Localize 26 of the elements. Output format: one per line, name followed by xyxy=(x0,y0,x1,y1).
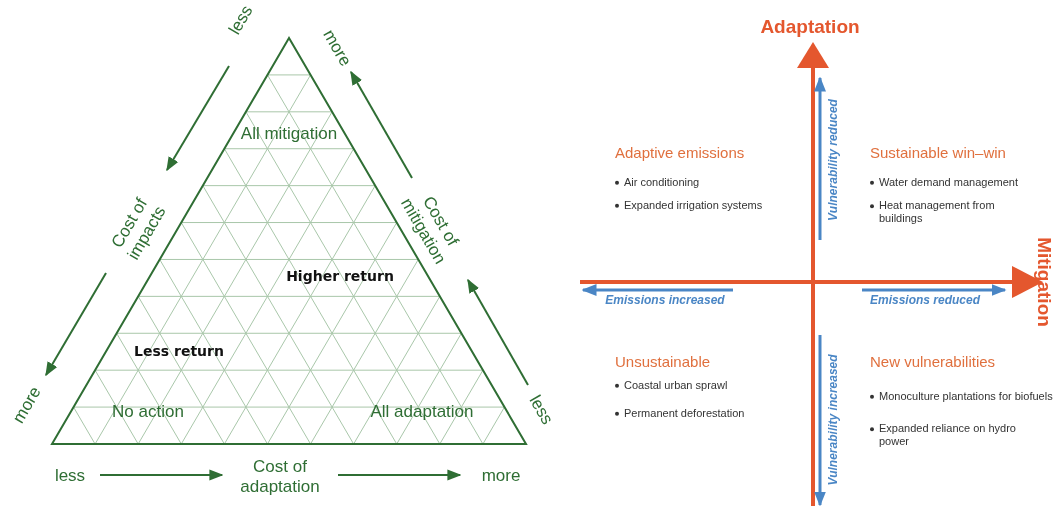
list-item: Air conditioning xyxy=(614,175,794,189)
quadrant-heading: Unsustainable xyxy=(615,353,711,371)
list-item: Monoculture plantations for biofuels xyxy=(869,389,1054,403)
axis-title: Cost of adaptation xyxy=(239,457,321,497)
quadrant-heading: New vulnerabilities xyxy=(870,353,996,371)
region-label: All mitigation xyxy=(239,124,339,144)
region-label: No action xyxy=(112,402,184,422)
list-item: Expanded reliance on hydro power xyxy=(869,422,1029,448)
list-item: Water demand management xyxy=(869,175,1039,189)
list-item: Permanent deforestation xyxy=(614,406,794,420)
region-label: Less return xyxy=(134,342,224,360)
arrow-label: Emissions reduced xyxy=(870,294,980,308)
scale-label: more xyxy=(481,466,521,486)
quadrant-heading: Adaptive emissions xyxy=(615,144,745,162)
arrow-label: Vulnerability increased xyxy=(827,354,841,486)
region-label: All adaptation xyxy=(370,402,474,422)
arrow-label: Vulnerability reduced xyxy=(827,99,841,221)
list-item: Coastal urban sprawl xyxy=(614,378,794,392)
list-item: Heat management from buildings xyxy=(869,199,1029,225)
arrow-label: Emissions increased xyxy=(605,294,725,308)
axis-title: Mitigation xyxy=(1033,237,1055,327)
list-item: Expanded irrigation systems xyxy=(614,198,794,212)
scale-label: less xyxy=(54,466,86,486)
axis-title: Adaptation xyxy=(760,16,860,38)
region-label: Higher return xyxy=(286,267,394,285)
quadrant-heading: Sustainable win–win xyxy=(870,144,1006,162)
